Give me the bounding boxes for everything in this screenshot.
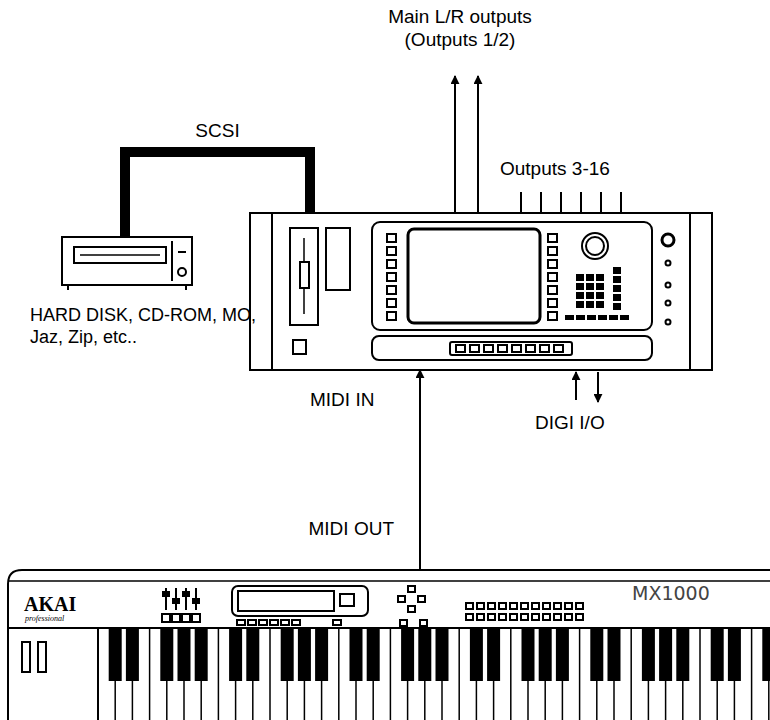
node-text: AKAI [24, 592, 104, 616]
edge-label-holder: MIDI OUT [282, 518, 396, 541]
output-label: Main L/R outputs (Outputs 1/2) [368, 6, 552, 52]
signal-arrows [455, 76, 621, 402]
text-holder: AKAI [24, 592, 104, 616]
output-label: Outputs 3-16 [500, 158, 660, 181]
cable-label: SCSI [186, 120, 250, 143]
text-holder: professional [25, 614, 105, 624]
disk-drive [62, 237, 192, 290]
keyboard-box: AKAIprofessional MX1000 [8, 570, 770, 720]
midi-cable [419, 370, 421, 570]
label-holder: Main L/R outputs (Outputs 1/2) [368, 6, 552, 52]
label-holder: DIGI I/O [535, 412, 645, 435]
text-holder: MIDI IN [310, 389, 420, 412]
sampler-unit [250, 213, 712, 370]
keyboard [8, 570, 770, 720]
node-text: MX1000 [632, 582, 752, 605]
node-text: HARD DISK, CD-ROM, MO, Jaz, Zip, etc.. [30, 305, 270, 348]
io-label: DIGI I/O [535, 412, 645, 435]
node-text: professional [25, 614, 105, 624]
node-text: MIDI IN [310, 389, 420, 412]
label-holder: Outputs 3-16 [500, 158, 660, 181]
cable-label: MIDI OUT [282, 518, 396, 541]
scsi-cable [125, 152, 310, 237]
disk-drive-box: HARD DISK, CD-ROM, MO, Jaz, Zip, etc.. [62, 237, 192, 285]
sampler-box: MIDI IN [250, 213, 712, 370]
text-holder: HARD DISK, CD-ROM, MO, Jaz, Zip, etc.. [30, 305, 270, 348]
edge-label-holder: SCSI [186, 120, 250, 143]
text-holder: MX1000 [632, 582, 752, 605]
